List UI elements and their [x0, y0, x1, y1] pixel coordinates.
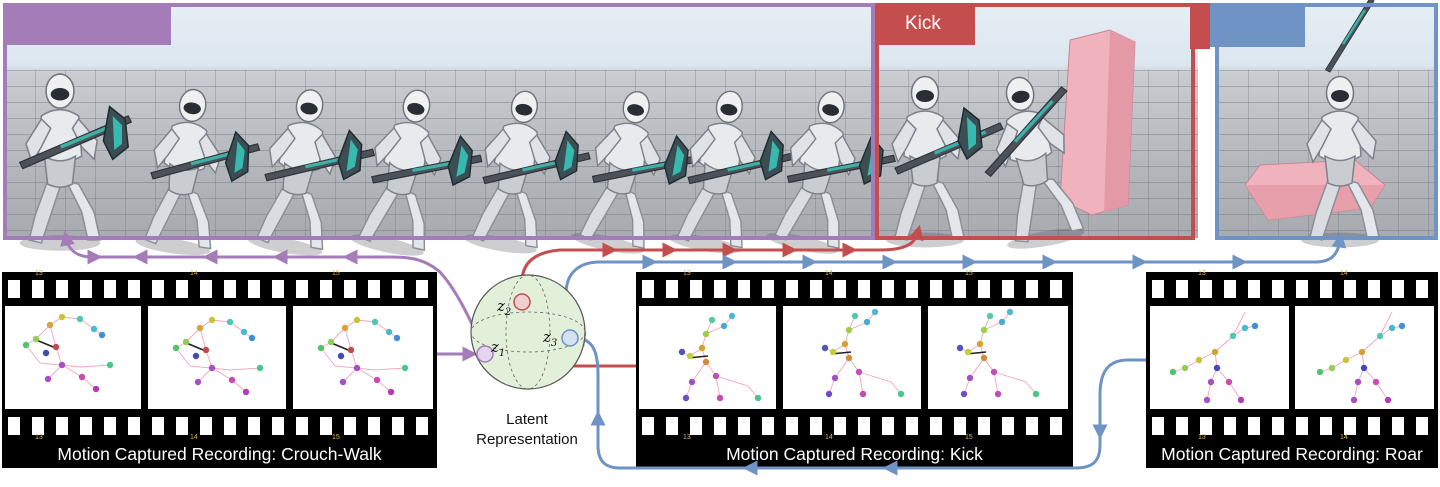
film-caption: Motion Captured Recording: Kick — [726, 444, 983, 464]
frame-number: 15 — [332, 270, 340, 277]
skeleton-frame — [5, 306, 141, 409]
z3-label: z3 — [542, 328, 557, 349]
frame-number: 13 — [1198, 434, 1206, 441]
roar-sequence — [1244, 0, 1394, 249]
crouch-walk-panel-border — [3, 3, 875, 240]
blue-flow-arrows — [564, 232, 1347, 476]
frame-number: 13 — [683, 434, 691, 441]
film-perforations — [2, 417, 437, 435]
latent-label-line1: Latent — [506, 411, 548, 428]
frame-number: 13 — [35, 434, 43, 441]
frame-number: 14 — [190, 270, 198, 277]
z1-point — [476, 345, 494, 363]
z2-point — [513, 293, 531, 311]
film-strip-crouch-walk: 13 14 15 13 14 15 Motion Captured Record… — [2, 270, 437, 468]
film-perforations — [1146, 417, 1438, 435]
crouch-walk-panel-tag — [3, 3, 171, 45]
frame-number: 14 — [825, 270, 833, 277]
film-strip-roar: 13 14 13 14 Motion Captured Recording: R… — [1146, 270, 1438, 468]
film-perforations — [636, 280, 1073, 298]
frame-number: 14 — [1340, 434, 1348, 441]
kick-panel-border — [875, 3, 1195, 240]
kick-sequence — [885, 29, 1136, 254]
frame-number: 14 — [1340, 270, 1348, 277]
frame-number: 15 — [332, 434, 340, 441]
frame-number: 15 — [965, 270, 973, 277]
frame-number: 14 — [190, 434, 198, 441]
roar-panel-border — [1215, 3, 1438, 240]
pink-block-icon — [1059, 29, 1136, 216]
frame-number: 13 — [1198, 270, 1206, 277]
film-caption: Motion Captured Recording: Crouch-Walk — [57, 444, 382, 464]
latent-representation-label: Latent Representation — [462, 410, 592, 450]
kick-panel-tab — [1190, 3, 1210, 49]
z3-point — [561, 329, 579, 347]
film-caption: Motion Captured Recording: Roar — [1161, 444, 1423, 464]
film-perforations — [2, 280, 437, 298]
skeleton-frame — [1295, 306, 1434, 409]
latent-label-line2: Representation — [476, 431, 578, 448]
z1-label: z1 — [490, 338, 505, 359]
purple-flow-arrows — [60, 230, 484, 362]
z2-label: z2 — [496, 297, 511, 318]
film-perforations — [1146, 280, 1438, 298]
roar-panel-tag — [1210, 3, 1305, 47]
kick-panel-tag: Kick — [875, 3, 975, 45]
frame-number: 14 — [825, 434, 833, 441]
skeleton-frame — [293, 306, 433, 409]
skeleton-frame — [148, 306, 286, 409]
film-perforations — [636, 417, 1073, 435]
latent-sphere: z1 z2 z3 — [470, 274, 586, 390]
frame-number: 13 — [35, 270, 43, 277]
frame-number: 13 — [683, 270, 691, 277]
skeleton-frame — [1150, 306, 1289, 409]
frame-number: 15 — [965, 434, 973, 441]
